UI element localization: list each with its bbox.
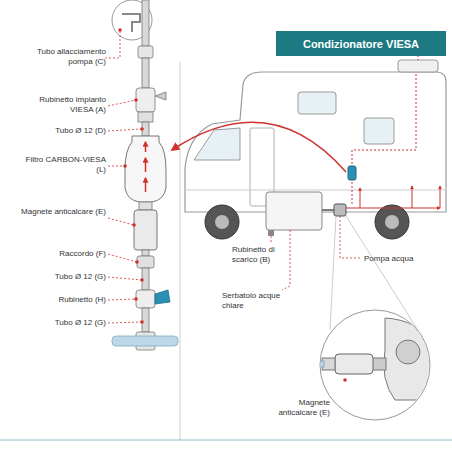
- leader-dot: [140, 127, 144, 131]
- magnet-e: [134, 210, 157, 250]
- leader-dot: [343, 378, 347, 382]
- wheel: [375, 205, 409, 239]
- leader-dot: [140, 320, 144, 324]
- part-label: Magnete anticalcare (E): [268, 398, 330, 418]
- flow-arrow: [145, 142, 147, 152]
- bottom-rule: [0, 440, 452, 441]
- leader-line: [108, 100, 136, 106]
- leader-line: [271, 236, 272, 244]
- flow-arrow: [145, 158, 147, 172]
- leader-line: [108, 218, 134, 225]
- fitting: [372, 358, 386, 370]
- nut: [139, 202, 152, 210]
- zoom-detail: [318, 318, 430, 400]
- leader-dot: [134, 98, 138, 102]
- drain-valve: [268, 230, 274, 236]
- leader-dot: [134, 297, 138, 301]
- part-label: Tubo Ø 12 (D): [8, 126, 106, 136]
- zoom-line: [330, 216, 336, 330]
- leader-lines: [105, 30, 142, 323]
- pump-body: [384, 318, 430, 400]
- leader-line: [282, 230, 290, 290]
- leader-dot: [140, 278, 144, 282]
- valve-handle: [155, 92, 166, 100]
- nut: [138, 112, 153, 122]
- zoom-circle: [320, 310, 430, 420]
- flow-arrow: [145, 178, 147, 192]
- pump-connector: [138, 46, 153, 58]
- hub: [385, 215, 399, 229]
- window: [298, 92, 336, 114]
- fitting-f: [137, 256, 154, 268]
- water-line: [440, 186, 441, 208]
- water-line: [360, 188, 361, 208]
- pump-head: [396, 340, 420, 364]
- water-line: [412, 186, 413, 208]
- panel-border: [180, 62, 181, 440]
- pipe: [318, 361, 324, 367]
- water-pump: [334, 204, 346, 216]
- leader-line: [108, 166, 125, 167]
- valve-a: [136, 88, 155, 112]
- valve-handle-blue: [155, 290, 170, 304]
- leader-line: [108, 322, 142, 323]
- hub: [215, 215, 229, 229]
- part-label: Tubo Ø 12 (G): [8, 318, 106, 328]
- windshield: [194, 128, 240, 160]
- pipe: [142, 250, 149, 256]
- water-lines: [346, 74, 440, 208]
- leader-dot: [123, 164, 127, 168]
- part-label: Rubinetto (H): [8, 295, 106, 305]
- carbon-filter: [125, 136, 166, 202]
- body-line: [185, 190, 446, 191]
- leader-dot: [132, 223, 136, 227]
- detail-fitting: [122, 14, 140, 32]
- part-label: Rubinetto di scarico (B): [232, 245, 298, 265]
- part-label: Tubo Ø 12 (G): [8, 272, 106, 282]
- pipe: [142, 58, 149, 88]
- banner-text: Condizionatore VIESA: [303, 38, 419, 50]
- leader-dots: [118, 28, 144, 324]
- part-label: Pompa acqua: [364, 254, 434, 264]
- leader-line: [108, 254, 137, 262]
- viesa-unit: [348, 166, 356, 180]
- leader-dot: [118, 28, 122, 32]
- window: [364, 118, 394, 144]
- leader-line: [108, 129, 142, 131]
- main-pipe: [112, 336, 178, 346]
- conditioner-line: [352, 74, 416, 172]
- part-label: Tubo allacciamento pompa (C): [20, 47, 106, 67]
- detail-arrow: [172, 122, 346, 172]
- leader-line: [108, 299, 136, 300]
- camper-body: [185, 72, 446, 212]
- leader-line: [108, 277, 142, 280]
- pipe-top: [142, 0, 149, 46]
- valve-h: [136, 290, 155, 308]
- title-banner: Condizionatore VIESA: [276, 31, 446, 56]
- pipe: [322, 209, 334, 211]
- leader-line: [105, 30, 120, 58]
- part-label: Magnete anticalcare (E): [20, 207, 106, 217]
- tube-g: [142, 308, 149, 332]
- part-label: Serbatoio acque chiare: [222, 291, 286, 311]
- leader-dot: [135, 260, 139, 264]
- wheel: [205, 205, 239, 239]
- air-conditioner: [398, 60, 438, 72]
- part-label: Filtro CARBON-VIESA (L): [20, 155, 106, 175]
- water-tank: [266, 192, 322, 230]
- part-label: Raccordo (F): [8, 249, 106, 259]
- magnet-e-detail: [335, 354, 373, 374]
- part-label: Rubinetto impianto VIESA (A): [20, 95, 106, 115]
- leader-line: [340, 216, 362, 258]
